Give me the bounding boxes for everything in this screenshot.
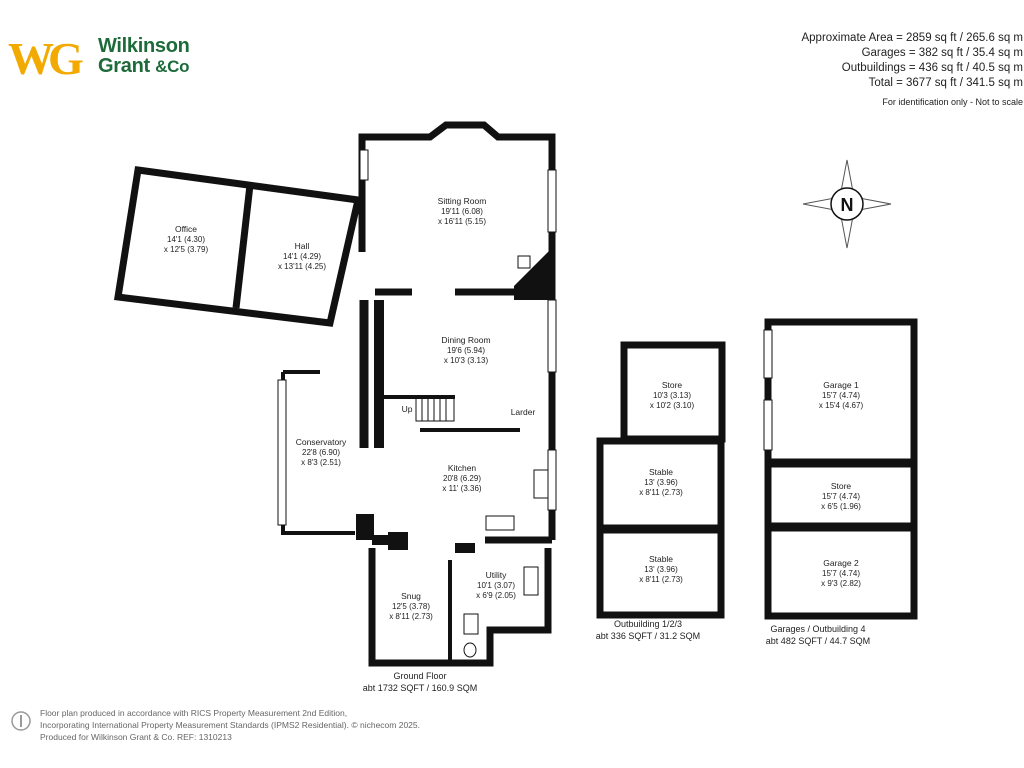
conservatory-dims2: x 8'3 (2.51) bbox=[301, 458, 341, 467]
store-1-dims1: 10'3 (3.13) bbox=[653, 391, 691, 400]
larder-name: Larder bbox=[511, 407, 536, 417]
office-name: Office bbox=[175, 224, 197, 234]
sitting-room-dims1: 19'11 (6.08) bbox=[441, 207, 483, 216]
office-hall-divider bbox=[232, 184, 254, 309]
office-dims2: x 12'5 (3.79) bbox=[164, 245, 209, 254]
disclaimer: For identification only - Not to scale bbox=[882, 97, 1023, 107]
outbuilding-area: abt 336 SQFT / 31.2 SQM bbox=[596, 631, 700, 641]
garage-1-dims2: x 15'4 (4.67) bbox=[819, 401, 864, 410]
garages-title: Garages / Outbuilding 4 bbox=[770, 624, 865, 634]
office-hall-walls bbox=[113, 166, 363, 327]
brand-name: Wilkinson Grant &Co bbox=[98, 36, 190, 77]
footer-line1: Floor plan produced in accordance with R… bbox=[40, 708, 348, 718]
store-2-name: Store bbox=[831, 481, 852, 491]
dining-room-dims2: x 10'3 (3.13) bbox=[444, 356, 489, 365]
stable-2-name: Stable bbox=[649, 554, 673, 564]
garage-2-name: Garage 2 bbox=[823, 558, 859, 568]
stable-1-name: Stable bbox=[649, 467, 673, 477]
stable-1-dims2: x 8'11 (2.73) bbox=[639, 488, 683, 497]
kitchen-dims1: 20'8 (6.29) bbox=[443, 474, 481, 483]
conservatory-name: Conservatory bbox=[296, 437, 347, 447]
garage-2-walls bbox=[764, 524, 918, 620]
utility-dims1: 10'1 (3.07) bbox=[477, 581, 515, 590]
brand-name-co: &Co bbox=[155, 57, 190, 76]
area-approximate: Approximate Area = 2859 sq ft / 265.6 sq… bbox=[801, 32, 1023, 44]
snug-dims2: x 8'11 (2.73) bbox=[389, 612, 433, 621]
footer-line2: Incorporating International Property Mea… bbox=[40, 720, 420, 730]
kitchen-name: Kitchen bbox=[448, 463, 477, 473]
brand-name-line2: Grant &Co bbox=[98, 56, 190, 77]
garage-1-name: Garage 1 bbox=[823, 380, 859, 390]
dining-room-dims1: 19'6 (5.94) bbox=[447, 346, 485, 355]
utility-dims2: x 6'9 (2.05) bbox=[476, 591, 516, 600]
store-2-dims2: x 6'5 (1.96) bbox=[821, 502, 861, 511]
conservatory-dims1: 22'8 (6.90) bbox=[302, 448, 340, 457]
dining-room-name: Dining Room bbox=[441, 335, 490, 345]
brand-name-grant: Grant bbox=[98, 55, 150, 77]
garage-2-dims2: x 9'3 (2.82) bbox=[821, 579, 861, 588]
store-2-dims1: 15'7 (4.74) bbox=[822, 492, 860, 501]
nichecom-icon bbox=[11, 711, 31, 731]
stable-outbuilding-2 bbox=[596, 526, 725, 619]
hall-dims1: 14'1 (4.29) bbox=[283, 252, 321, 261]
garage-1-dims1: 15'7 (4.74) bbox=[822, 391, 860, 400]
wg-logo-mark: WG bbox=[8, 34, 89, 78]
snug-walls bbox=[368, 548, 452, 667]
logo-mark-text: WG bbox=[8, 34, 83, 78]
store-1-dims2: x 10'2 (3.10) bbox=[650, 401, 695, 410]
brand-name-line1: Wilkinson bbox=[98, 35, 190, 57]
garage-2-dims1: 15'7 (4.74) bbox=[822, 569, 860, 578]
hall-name: Hall bbox=[295, 241, 310, 251]
sitting-room-name: Sitting Room bbox=[438, 196, 487, 206]
snug-dims1: 12'5 (3.78) bbox=[392, 602, 430, 611]
ground-floor-title: Ground Floor bbox=[393, 671, 446, 681]
area-summary: Approximate Area = 2859 sq ft / 265.6 sq… bbox=[801, 31, 1023, 91]
sitting-room-walls bbox=[358, 121, 556, 300]
snug-name: Snug bbox=[401, 591, 421, 601]
area-garages: Garages = 382 sq ft / 35.4 sq m bbox=[861, 47, 1023, 59]
stable-2-dims1: 13' (3.96) bbox=[644, 565, 678, 574]
utility-walls bbox=[452, 548, 552, 667]
area-total: Total = 3677 sq ft / 341.5 sq m bbox=[868, 77, 1023, 89]
sitting-room-dims2: x 16'11 (5.15) bbox=[438, 217, 486, 226]
compass-icon: N bbox=[802, 159, 892, 249]
stable-1-dims1: 13' (3.96) bbox=[644, 478, 678, 487]
footer-line3: Produced for Wilkinson Grant & Co. REF: … bbox=[40, 732, 232, 742]
outbuilding-title: Outbuilding 1/2/3 bbox=[614, 619, 682, 629]
utility-name: Utility bbox=[486, 570, 508, 580]
footer-notes: Floor plan produced in accordance with R… bbox=[40, 707, 420, 743]
area-outbuildings: Outbuildings = 436 sq ft / 40.5 sq m bbox=[841, 62, 1023, 74]
stable-2-dims2: x 8'11 (2.73) bbox=[639, 575, 683, 584]
stairs-up-label: Up bbox=[402, 404, 413, 414]
compass-north-letter: N bbox=[841, 195, 854, 215]
office-dims1: 14'1 (4.30) bbox=[167, 235, 205, 244]
hall-dims2: x 13'11 (4.25) bbox=[278, 262, 326, 271]
store-1-name: Store bbox=[662, 380, 683, 390]
kitchen-dims2: x 11' (3.36) bbox=[442, 484, 482, 493]
garages-area: abt 482 SQFT / 44.7 SQM bbox=[766, 636, 870, 646]
ground-floor-area: abt 1732 SQFT / 160.9 SQM bbox=[363, 683, 477, 693]
